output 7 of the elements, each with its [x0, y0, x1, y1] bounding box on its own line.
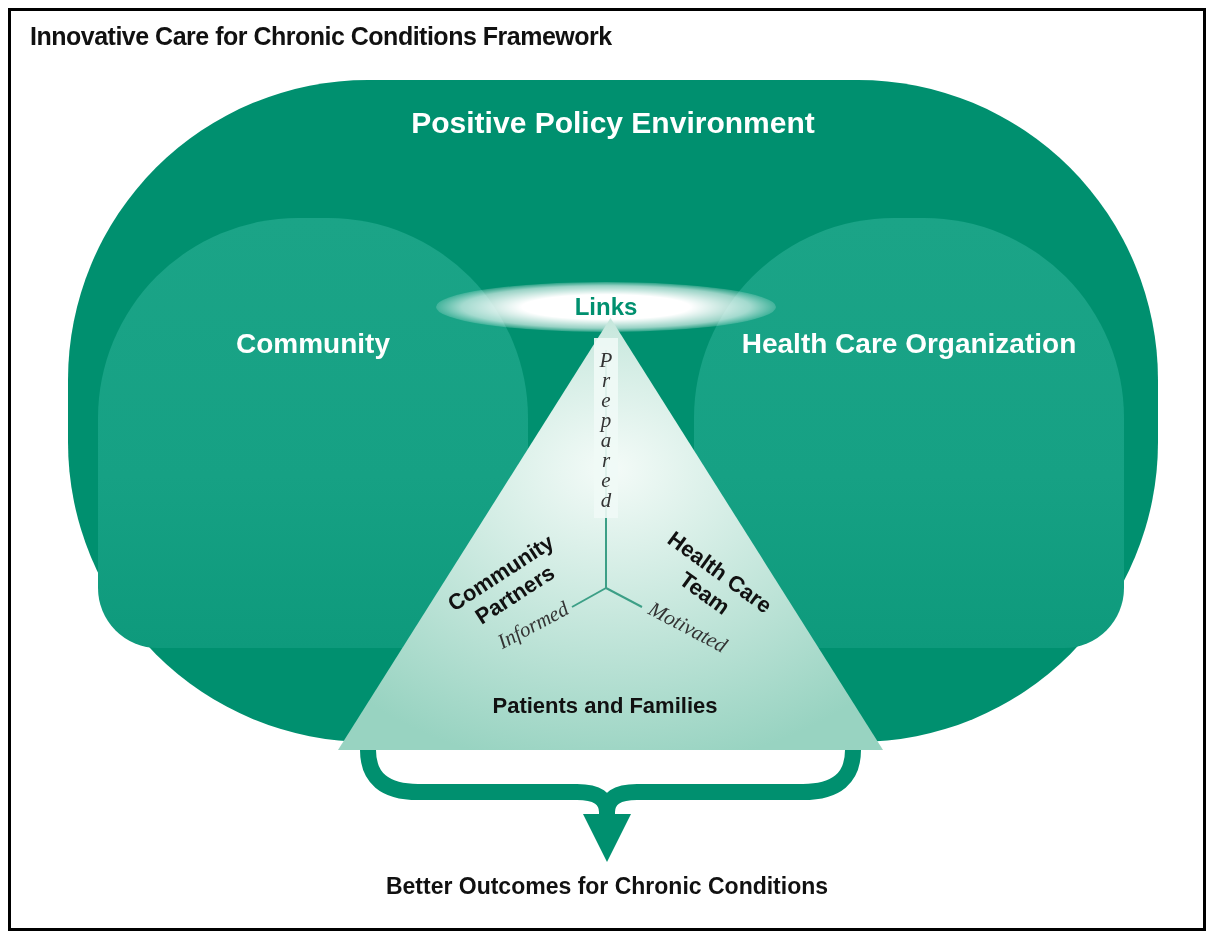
outcome-label: Better Outcomes for Chronic Conditions: [300, 868, 914, 904]
diagram-title: Innovative Care for Chronic Conditions Framework: [30, 22, 612, 51]
shape-heading: Positive Policy Environment: [410, 106, 816, 140]
line-label: Prepared: [594, 338, 618, 518]
panel-heading: Community: [235, 328, 391, 360]
sector-label: Patients and Families: [430, 688, 780, 724]
links-label: Links: [436, 282, 776, 332]
